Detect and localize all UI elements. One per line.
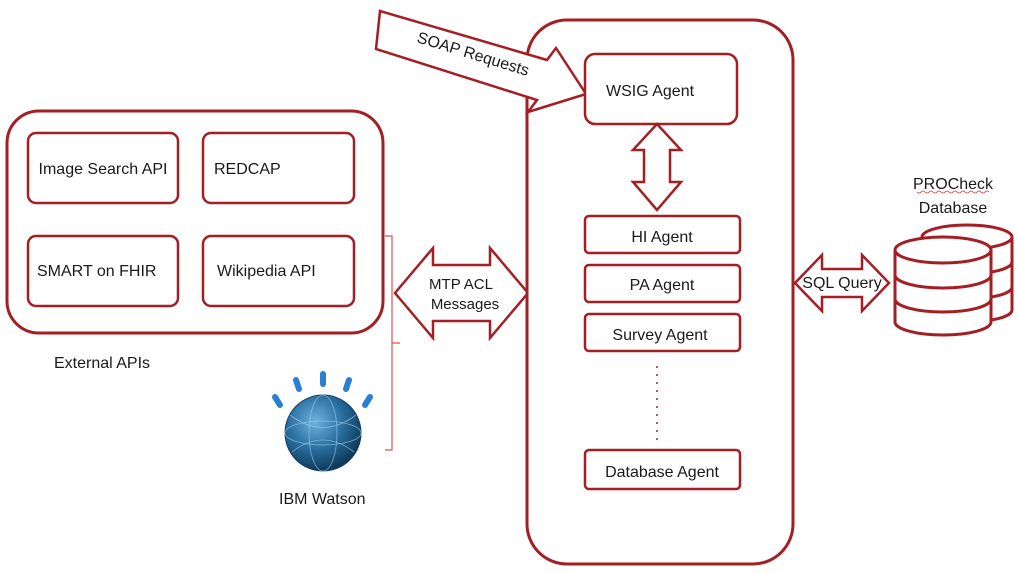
- database-agent-label: Database Agent: [605, 464, 719, 481]
- redcap-box: REDCAP: [201, 131, 356, 205]
- procheck-database-label-line2: Database: [919, 200, 988, 217]
- mtp-acl-label: MTP ACL: [429, 276, 493, 293]
- mtp-messages-label: Messages: [431, 296, 499, 313]
- sql-query-label: SQL Query: [802, 275, 881, 292]
- external-apis-label: External APIs: [54, 355, 150, 372]
- hi-agent-box: HI Agent: [583, 214, 742, 255]
- grouping-bracket: [385, 235, 400, 451]
- wikipedia-api-box: Wikipedia API: [201, 234, 356, 308]
- ibm-watson-logo-icon: [272, 371, 373, 472]
- smart-on-fhir-label: SMART on FHIR: [37, 263, 156, 280]
- external-apis-group: Image Search API REDCAP SMART on FHIR Wi…: [5, 109, 385, 335]
- smart-on-fhir-box: SMART on FHIR: [26, 234, 180, 308]
- wsig-agent-label: WSIG Agent: [606, 83, 695, 100]
- procheck-database-label-line1: PROCheck: [913, 176, 994, 193]
- image-search-api-label: Image Search API: [39, 161, 168, 178]
- mtp-acl-arrow: MTP ACL Messages: [393, 244, 530, 342]
- survey-agent-box: Survey Agent: [583, 312, 742, 353]
- survey-agent-label: Survey Agent: [612, 327, 708, 344]
- wikipedia-api-label: Wikipedia API: [217, 263, 316, 280]
- wsig-hi-double-arrow: [630, 122, 684, 212]
- redcap-label: REDCAP: [214, 161, 281, 178]
- spellcheck-underline: [916, 190, 990, 194]
- image-search-api-box: Image Search API: [26, 131, 180, 205]
- database-agent-box: Database Agent: [583, 448, 742, 491]
- hi-agent-label: HI Agent: [631, 229, 693, 246]
- pa-agent-box: PA Agent: [583, 263, 742, 304]
- ibm-watson-label: IBM Watson: [279, 491, 366, 508]
- database-cylinder-icon: [893, 223, 1014, 337]
- wsig-agent-box: WSIG Agent: [583, 52, 739, 126]
- pa-agent-label: PA Agent: [630, 277, 695, 294]
- sql-query-arrow: SQL Query: [793, 251, 891, 315]
